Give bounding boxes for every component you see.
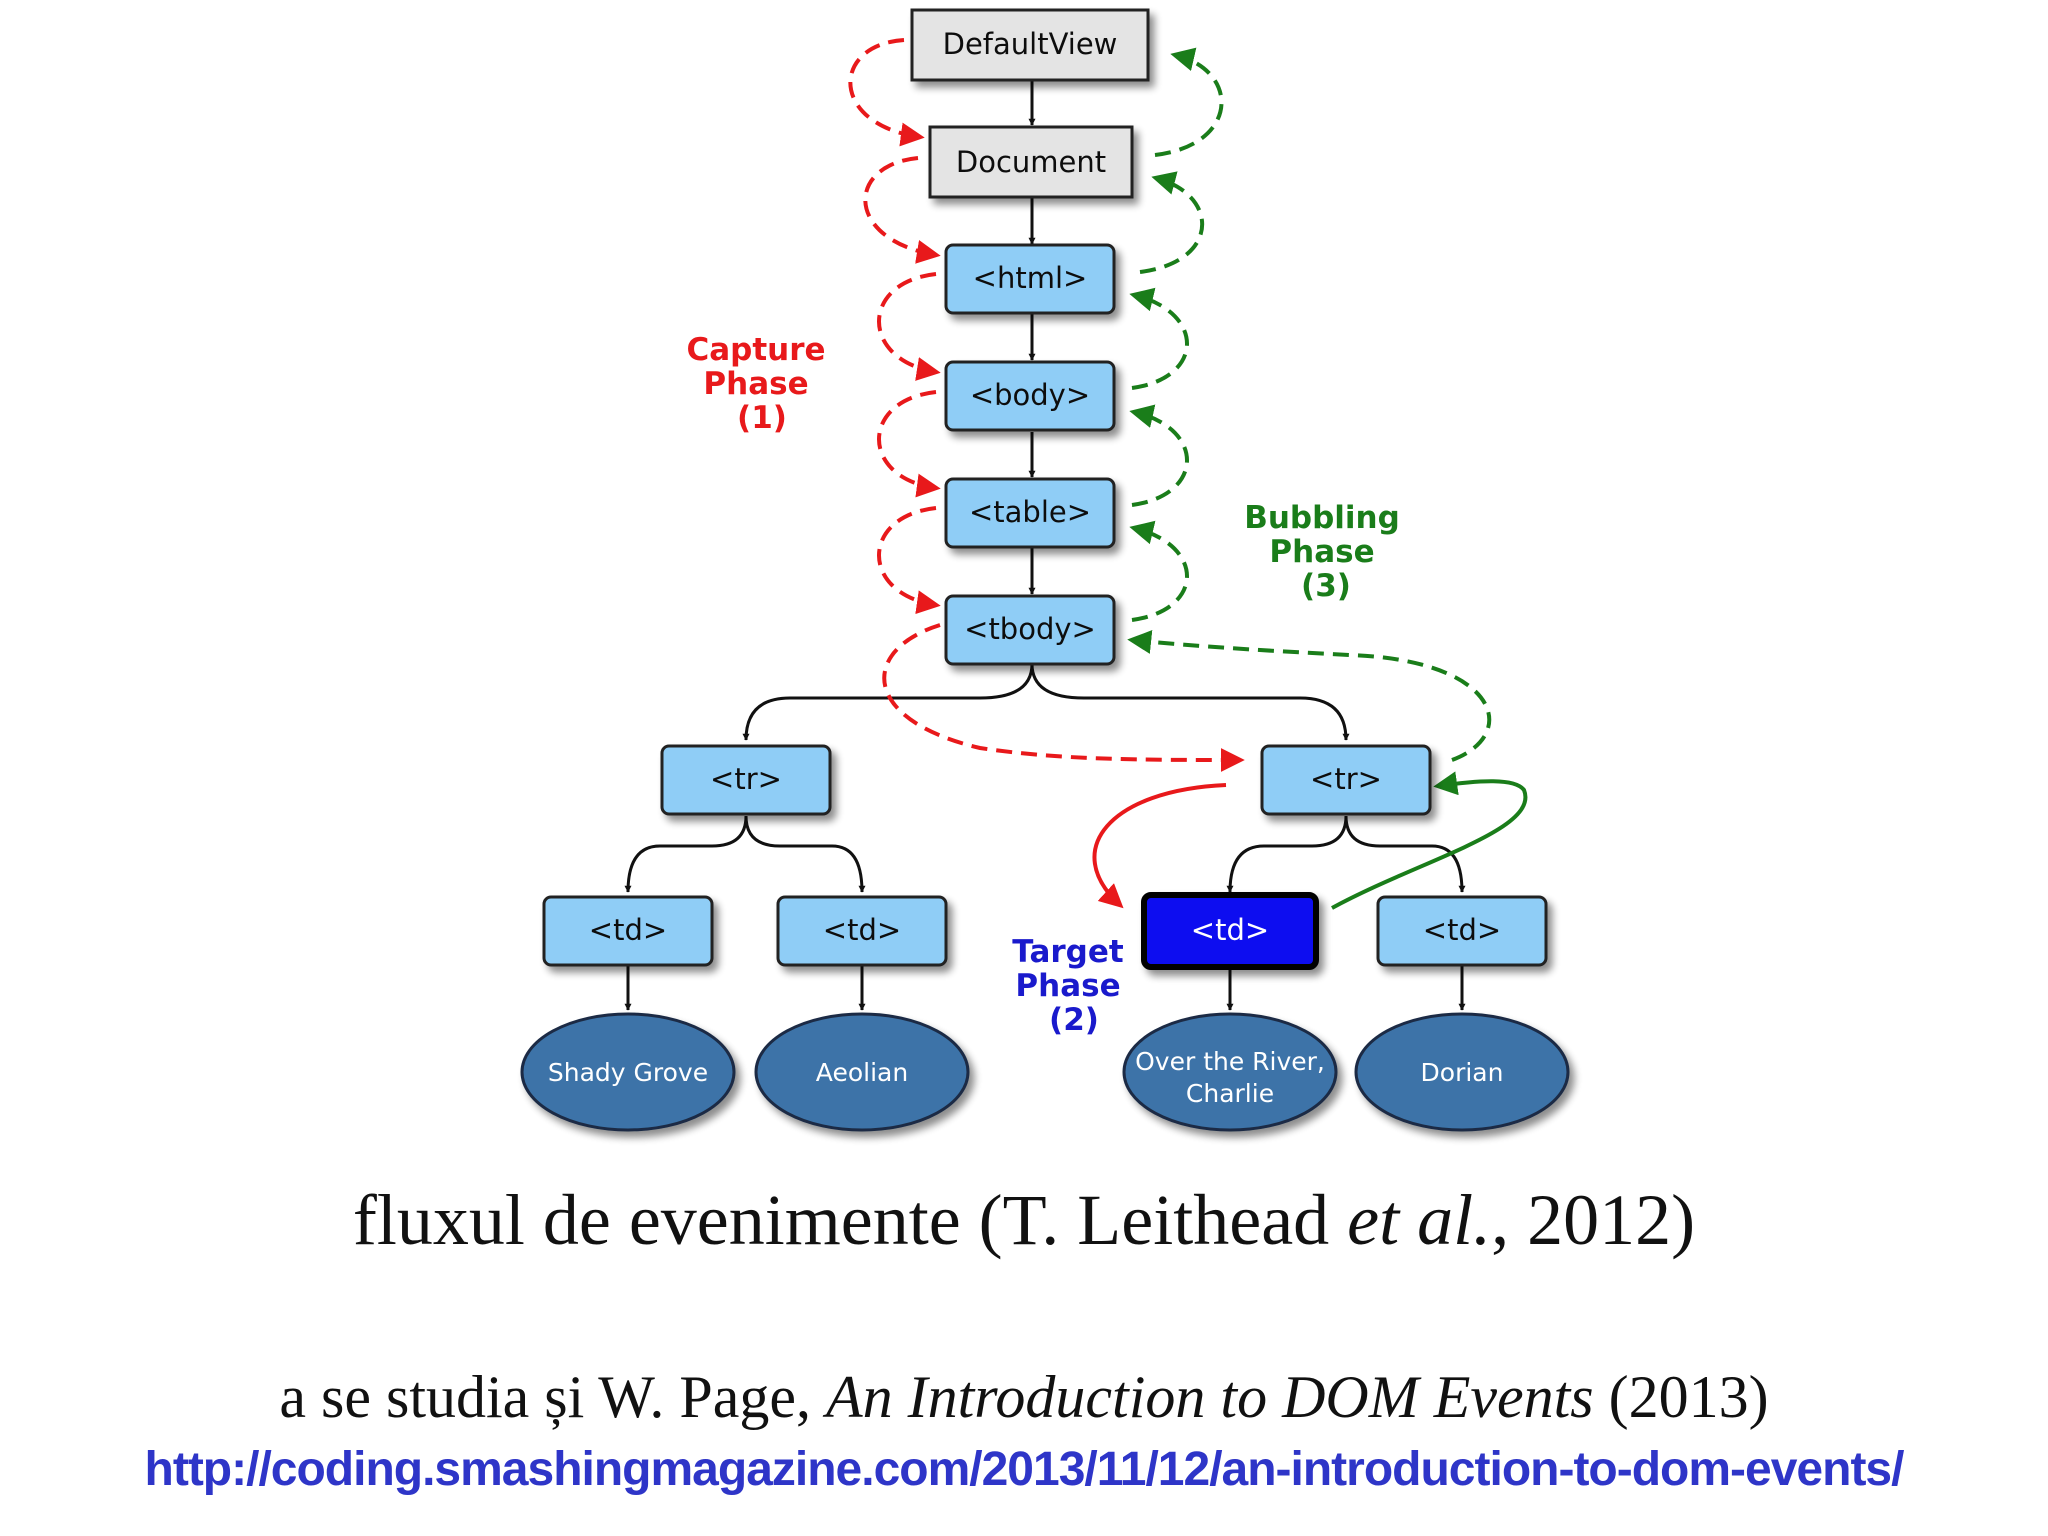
node-td-1: <td>: [542, 895, 714, 967]
node-label-tbody: <tbody>: [964, 612, 1096, 646]
node-label-td-target: <td>: [1191, 913, 1269, 947]
capture-arrow-3: [877, 272, 941, 381]
leaf-shady-grove: Shady Grove: [520, 1012, 736, 1132]
caption-main-prefix: fluxul de evenimente (T. Leithead: [352, 1180, 1348, 1260]
target-phase-label: Target Phase (2): [1012, 934, 1124, 1038]
target-arrow: [1092, 783, 1227, 909]
bubbling-phase-label: Bubbling Phase (3): [1244, 500, 1400, 604]
node-label-document: Document: [956, 145, 1106, 179]
connector-tbody-tr-left: [742, 663, 1034, 741]
leaf-dorian: Dorian: [1354, 1012, 1570, 1132]
capture-arrow-5: [877, 506, 941, 615]
node-body: <body>: [944, 360, 1116, 432]
tree-connectors: [624, 80, 1466, 1011]
capture-arrow-4: [877, 390, 941, 498]
reference-link[interactable]: http://coding.smashingmagazine.com/2013/…: [144, 1443, 1905, 1496]
capture-phase-line1: Capture: [686, 332, 825, 368]
bubble-from-target-arrow: [1331, 771, 1528, 910]
node-label-tr-left: <tr>: [710, 762, 782, 796]
capture-phase-label: Capture Phase (1): [686, 332, 825, 436]
caption-main-italic: et al.: [1347, 1180, 1492, 1260]
bubbling-phase-line1: Bubbling: [1244, 500, 1400, 536]
bubbling-phase-line3: (3): [1301, 568, 1351, 604]
capture-arrow-2: [863, 156, 941, 264]
target-phase-line3: (2): [1049, 1002, 1099, 1038]
caption-reference: a se studia și W. Page, An Introduction …: [0, 1362, 2048, 1432]
bubbling-arrow-3: [1129, 287, 1189, 390]
caption-ref-suffix: (2013): [1593, 1364, 1769, 1430]
node-html: <html>: [944, 243, 1116, 315]
caption-main-suffix: , 2012): [1491, 1180, 1696, 1260]
capture-arrows: [848, 38, 1245, 772]
node-label-tr-right: <tr>: [1310, 762, 1382, 796]
leaf-label-aeolian: Aeolian: [816, 1058, 908, 1087]
bubbling-arrow-6: [1127, 630, 1492, 762]
node-label-td-2: <td>: [823, 913, 901, 947]
dom-event-flow-diagram: DefaultView Document <html> <body> <tabl…: [520, 8, 1570, 1132]
node-label-defaultview: DefaultView: [943, 27, 1118, 61]
leaf-label-shady-grove: Shady Grove: [548, 1058, 708, 1087]
leaf-over-the-river: Over the River, Charlie: [1122, 1012, 1338, 1132]
node-tr-right: <tr>: [1260, 744, 1432, 816]
bubbling-arrow-1: [1154, 47, 1224, 157]
node-td-4: <td>: [1376, 895, 1548, 967]
node-label-td-4: <td>: [1423, 913, 1501, 947]
bubbling-phase-line2: Phase: [1269, 534, 1374, 570]
node-defaultview: DefaultView: [910, 8, 1150, 82]
node-tr-left: <tr>: [660, 744, 832, 816]
node-document: Document: [928, 125, 1134, 199]
leaf-label-over-the-river-line2: Charlie: [1186, 1079, 1274, 1108]
node-label-table: <table>: [969, 495, 1091, 529]
bubbling-arrow-2: [1139, 171, 1205, 274]
connector-tbody-tr-right: [1030, 663, 1350, 741]
connector-trleft-td2: [744, 815, 866, 893]
node-td-target: <td>: [1141, 892, 1319, 970]
node-label-body: <body>: [970, 378, 1090, 412]
leaf-label-over-the-river-line1: Over the River,: [1135, 1047, 1325, 1076]
connector-trleft-td1: [624, 815, 748, 893]
caption-ref-prefix: a se studia și W. Page,: [279, 1364, 826, 1430]
leaf-aeolian: Aeolian: [754, 1012, 970, 1132]
bubbling-arrows: [1127, 47, 1492, 762]
target-phase-line2: Phase: [1015, 968, 1120, 1004]
leaf-label-dorian: Dorian: [1421, 1058, 1504, 1087]
connector-trright-tdtarget: [1226, 815, 1348, 893]
node-label-html: <html>: [973, 261, 1088, 295]
node-table: <table>: [944, 477, 1116, 549]
capture-phase-line3: (1): [737, 400, 787, 436]
caption-main: fluxul de evenimente (T. Leithead et al.…: [0, 1178, 2048, 1262]
node-label-td-1: <td>: [589, 913, 667, 947]
capture-phase-line2: Phase: [703, 366, 808, 402]
connector-trright-td4: [1344, 815, 1466, 893]
capture-arrow-6: [882, 623, 1245, 772]
bubbling-arrow-4: [1129, 404, 1189, 507]
capture-arrow-1: [848, 38, 925, 147]
bubbling-arrow-5: [1129, 520, 1189, 622]
node-tbody: <tbody>: [944, 594, 1116, 666]
caption-ref-title: An Introduction to DOM Events: [826, 1364, 1594, 1430]
target-phase-line1: Target: [1012, 934, 1124, 970]
node-td-2: <td>: [776, 895, 948, 967]
